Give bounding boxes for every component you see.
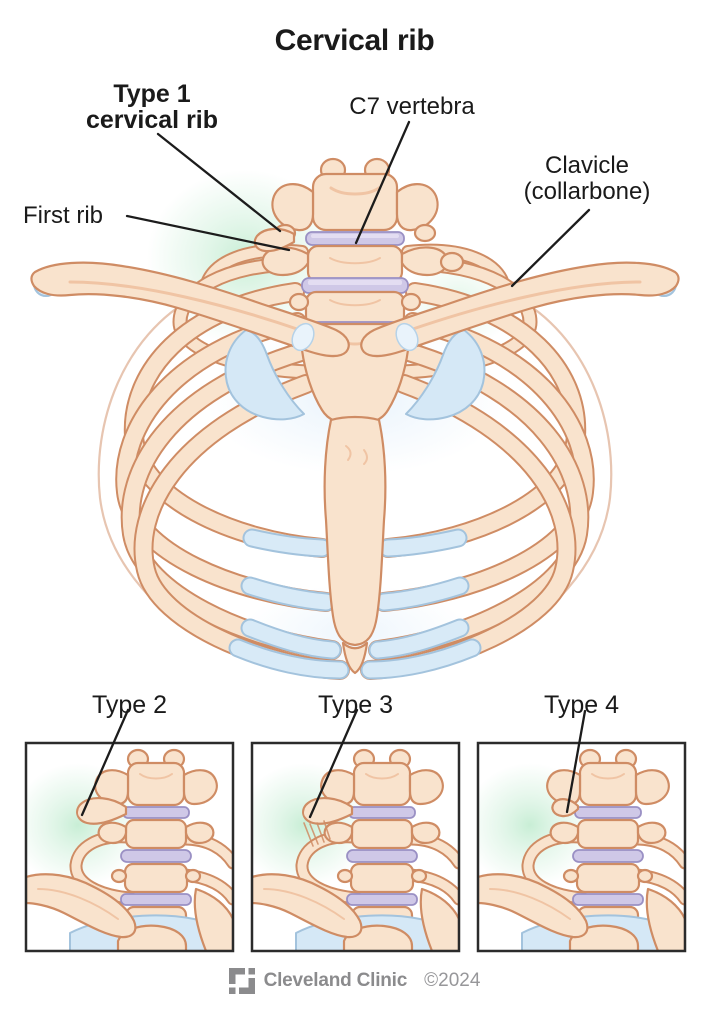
leader-line-type1 bbox=[156, 132, 282, 233]
panel-type2-scene bbox=[12, 750, 233, 951]
leader-line-type2 bbox=[80, 708, 130, 817]
leader-line-type4 bbox=[565, 709, 587, 814]
leader-line-c7 bbox=[354, 120, 411, 245]
cervical-rib-type4 bbox=[551, 798, 580, 818]
leader-lines bbox=[80, 120, 591, 819]
panel-type4-frame bbox=[476, 741, 687, 953]
clavicle-left bbox=[30, 261, 350, 358]
cartilage-crescent-left bbox=[224, 329, 305, 421]
xiphoid-process bbox=[341, 641, 369, 675]
label-type3: Type 3 bbox=[317, 691, 394, 719]
leader-line-first-rib bbox=[125, 214, 291, 252]
label-first-rib: First rib bbox=[23, 202, 103, 229]
label-type2: Type 2 bbox=[91, 691, 168, 719]
panel-type3-frame bbox=[250, 741, 461, 953]
costal-cartilage-left bbox=[228, 528, 350, 680]
rib-cage-figure bbox=[30, 157, 681, 680]
cleveland-clinic-logo-icon bbox=[228, 968, 255, 994]
label-clavicle-line1: Clavicle bbox=[544, 152, 630, 179]
page-title: Cervical rib bbox=[274, 24, 435, 57]
label-type1-line2: cervical rib bbox=[85, 106, 219, 134]
label-type4: Type 4 bbox=[543, 691, 620, 719]
footer: Cleveland Clinic ©2024 bbox=[0, 968, 709, 994]
c7-vertebra bbox=[261, 244, 465, 284]
footer-brand: Cleveland Clinic bbox=[263, 970, 408, 991]
fibrous-band bbox=[303, 820, 331, 847]
panel-type3-scene bbox=[238, 750, 459, 951]
leader-line-type3 bbox=[308, 708, 359, 819]
label-clavicle: Clavicle (collarbone) bbox=[497, 153, 677, 205]
footer-copyright: ©2024 bbox=[424, 970, 481, 991]
label-c7-vertebra: C7 vertebra bbox=[349, 93, 475, 120]
sternum-body bbox=[323, 415, 387, 647]
label-type1-cervical-rib: Type 1 cervical rib bbox=[52, 81, 252, 133]
label-clavicle-line2: (collarbone) bbox=[523, 178, 651, 205]
label-type1-line1: Type 1 bbox=[113, 80, 191, 108]
leader-line-clavicle bbox=[510, 208, 591, 288]
panel-type2-frame bbox=[24, 741, 235, 953]
panel-type4-scene bbox=[464, 750, 685, 951]
